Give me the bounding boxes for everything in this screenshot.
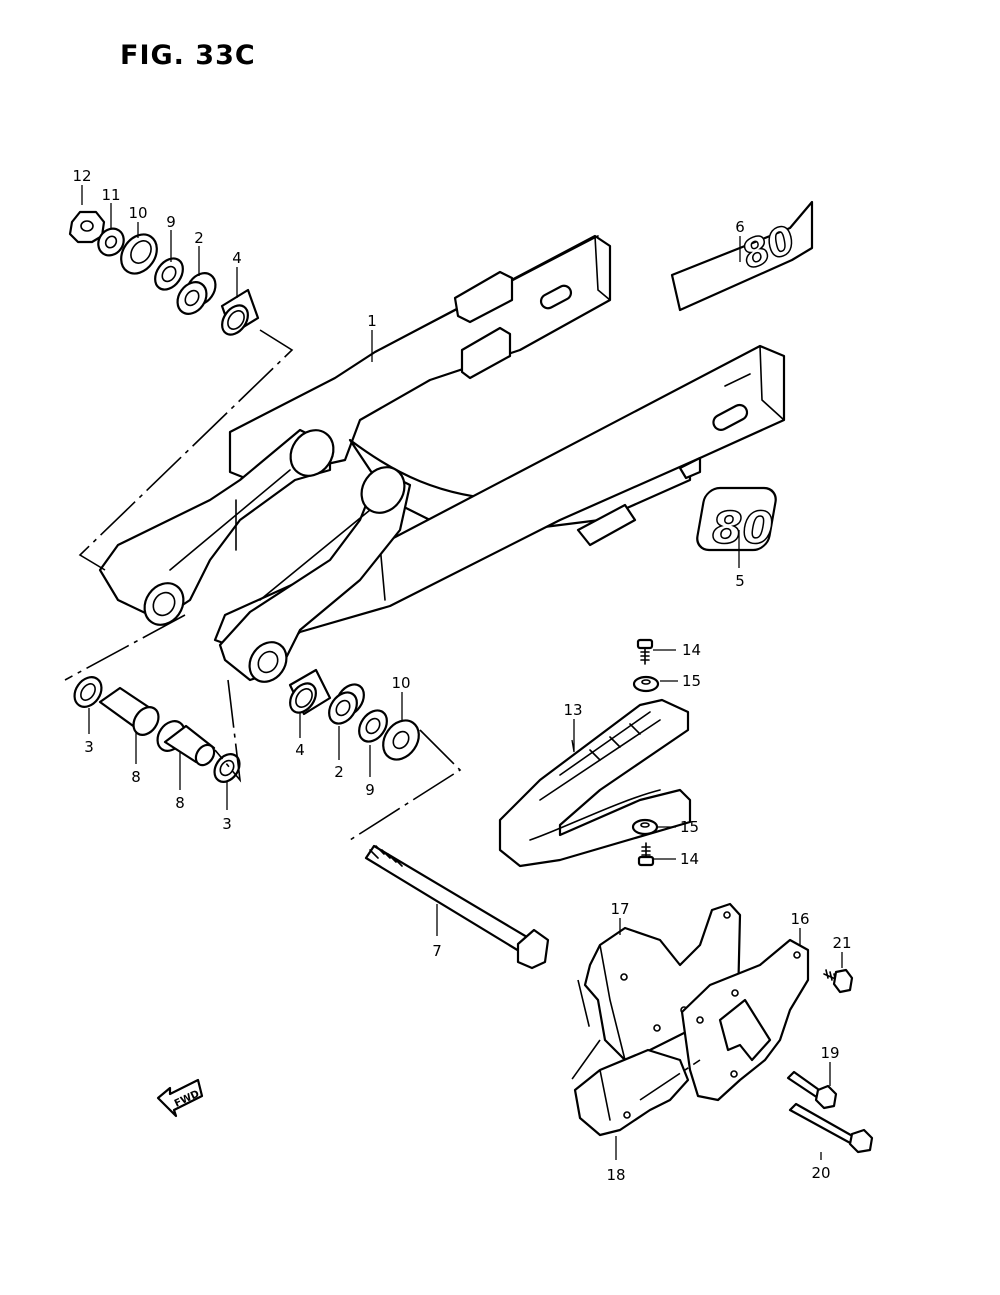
callout-8-b: 8 [175,794,185,812]
decal-5: 80 [696,486,777,555]
bolt-19 [786,1070,838,1110]
callout-15-lower: 15 [680,818,699,836]
callout-10-lower: 10 [391,674,410,692]
pivot-washer-9-lower [358,709,388,743]
callout-3-left: 3 [84,738,94,756]
callout-18: 18 [606,1166,625,1184]
pivot-collar-8-b [156,720,216,767]
callout-8-a: 8 [131,768,141,786]
callout-13: 13 [563,701,582,719]
pivot-spacer-2 [176,272,217,315]
callout-9-upper: 9 [166,213,176,231]
callout-14-upper: 14 [682,641,701,659]
swingarm [98,234,786,683]
callout-labels: 12 11 10 9 2 4 1 6 5 14 15 13 15 14 3 8 … [72,167,851,1184]
callout-19: 19 [820,1044,839,1062]
washer-15-bottom [631,818,659,836]
callout-15-upper: 15 [682,672,701,690]
pivot-bearing-4 [220,288,260,336]
callout-2-upper: 2 [194,229,204,247]
chain-slider-13 [498,698,692,868]
pivot-bearing-4-lower [288,668,332,716]
pivot-washer-9 [154,257,184,291]
callout-1: 1 [367,312,377,330]
pivot-collar-8-a [98,686,160,736]
callout-4-upper: 4 [232,249,242,267]
pivot-spacer-2-lower [328,683,365,725]
callout-9-lower: 9 [365,781,375,799]
screw-14-top [636,638,654,665]
bolt-20 [788,1102,874,1154]
guide-plate-16 [680,938,810,1102]
fwd-arrow-icon: FWD [156,1078,204,1118]
pivot-seal-10-lower [382,719,420,761]
callout-6: 6 [735,218,745,236]
callout-10-upper: 10 [128,204,147,222]
callout-21: 21 [832,934,851,952]
screw-14-bottom [637,842,655,867]
pivot-seal-10 [120,233,158,275]
phantom-lines [64,329,701,1101]
washer-15-top [632,675,660,693]
callout-4-lower: 4 [295,741,305,759]
dust-seal-3-left [73,676,103,708]
callout-14-lower: 14 [680,850,699,868]
guide-block-18 [573,1048,690,1137]
callout-16: 16 [790,910,809,928]
figure-title: FIG. 33C [120,40,256,71]
bolt-21 [823,968,854,994]
callout-7: 7 [432,942,442,960]
callout-2-lower: 2 [334,763,344,781]
callout-17: 17 [610,900,629,918]
pivot-washer-11 [97,227,125,257]
leader-lines [81,185,843,1160]
callout-5: 5 [735,572,745,590]
callout-11: 11 [101,186,120,204]
callout-20: 20 [811,1164,830,1182]
decal-5-text: 80 [712,503,773,554]
pivot-bolt-7 [364,844,550,970]
callout-12: 12 [72,167,91,185]
callout-3-right: 3 [222,815,232,833]
